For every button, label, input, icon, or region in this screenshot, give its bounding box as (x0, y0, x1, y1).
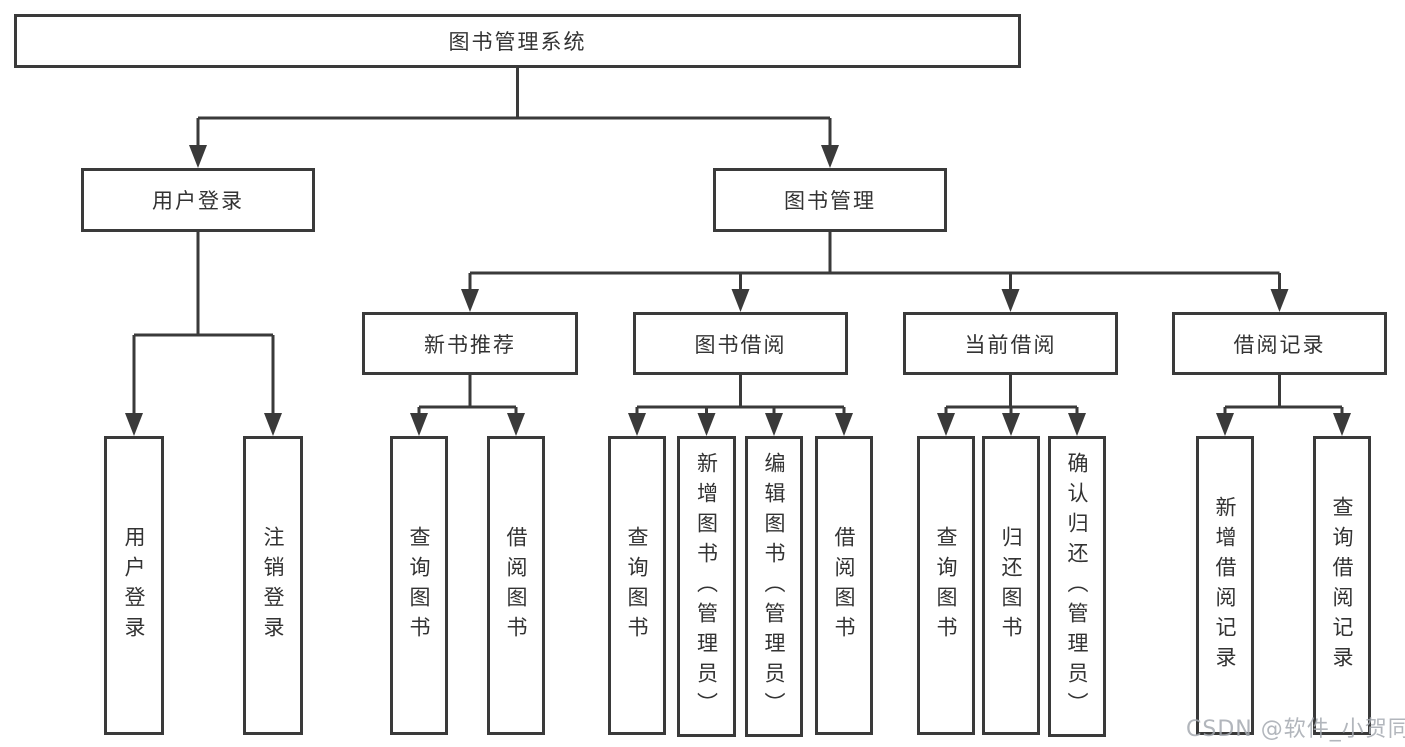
leaf-label: 查询借阅记录 (1330, 495, 1354, 676)
leaf-add-borrow-record: 新增借阅记录 (1196, 436, 1254, 735)
arrowhead (410, 413, 428, 436)
leaf-label: 新增借阅记录 (1213, 495, 1237, 676)
leaf-borrow-books: 借阅图书 (487, 436, 545, 735)
node-label: 图书借阅 (694, 332, 787, 357)
leaf-query-books: 查询图书 (917, 436, 975, 735)
node-borrowing-records: 借阅记录 (1172, 312, 1387, 375)
leaf-return-books: 归还图书 (982, 436, 1040, 735)
arrowhead (1270, 289, 1289, 312)
leaf-label: 用户登录 (122, 525, 146, 646)
leaf-label: 借阅图书 (832, 525, 856, 646)
arrowhead (1216, 413, 1234, 436)
node-label: 借阅记录 (1233, 332, 1326, 357)
arrowhead (125, 413, 143, 436)
node-label: 图书管理系统 (448, 30, 587, 54)
leaf-label: 查询图书 (934, 525, 958, 646)
connector-new-book-rec-to-leaves (410, 375, 525, 436)
node-library-management-system: 图书管理系统 (14, 14, 1021, 68)
leaf-label: 注销登录 (261, 525, 285, 646)
node-user-login: 用户登录 (81, 168, 315, 232)
node-current-borrowing: 当前借阅 (903, 312, 1118, 375)
arrowhead (835, 413, 853, 436)
leaf-borrow-books: 借阅图书 (815, 436, 873, 735)
arrowhead (507, 413, 525, 436)
connector-borrow-records-to-leaves (1216, 375, 1351, 436)
arrowhead (264, 413, 282, 436)
arrowhead (1068, 413, 1086, 436)
node-book-management: 图书管理 (713, 168, 947, 232)
node-book-borrowing: 图书借阅 (633, 312, 848, 375)
connector-book-mgmt-to-level3 (461, 232, 1289, 312)
arrowhead (189, 145, 207, 168)
leaf-edit-books-admin: 编辑图书（管理员） (745, 436, 803, 737)
csdn-watermark: CSDN @软件_小贺同学 (1186, 717, 1405, 742)
arrowhead (937, 413, 955, 436)
node-new-book-recommendation: 新书推荐 (362, 312, 578, 375)
leaf-add-books-admin: 新增图书（管理员） (677, 436, 736, 737)
leaf-query-books: 查询图书 (608, 436, 666, 735)
connector-user-login-to-leaves (125, 232, 282, 436)
arrowhead (461, 289, 479, 312)
leaf-query-books: 查询图书 (390, 436, 448, 735)
arrowhead (1333, 413, 1351, 436)
leaf-user-login: 用户登录 (104, 436, 164, 735)
node-label: 用户登录 (152, 189, 244, 213)
node-label: 当前借阅 (964, 332, 1057, 357)
arrowhead (731, 289, 750, 312)
node-label: 新书推荐 (424, 332, 516, 357)
leaf-label: 借阅图书 (504, 525, 528, 646)
arrowhead (697, 413, 716, 436)
arrowhead (765, 413, 783, 436)
arrowhead (628, 413, 646, 436)
arrowhead (821, 145, 839, 168)
node-label: 图书管理 (784, 189, 876, 213)
connector-root-to-level2 (189, 68, 839, 168)
leaf-label: 确认归还（管理员） (1065, 451, 1089, 722)
leaf-label: 新增图书（管理员） (694, 451, 719, 722)
arrowhead (1001, 289, 1020, 312)
leaf-label: 编辑图书（管理员） (762, 451, 786, 722)
leaf-label: 归还图书 (999, 525, 1023, 646)
connector-book-borrow-to-leaves (628, 375, 853, 436)
leaf-label: 查询图书 (625, 525, 649, 646)
leaf-logout: 注销登录 (243, 436, 303, 735)
leaf-confirm-return-admin: 确认归还（管理员） (1048, 436, 1106, 737)
connector-current-borrow-to-leaves (937, 375, 1086, 436)
leaf-label: 查询图书 (407, 525, 431, 646)
arrowhead (1002, 413, 1020, 436)
leaf-query-borrow-record: 查询借阅记录 (1313, 436, 1371, 735)
